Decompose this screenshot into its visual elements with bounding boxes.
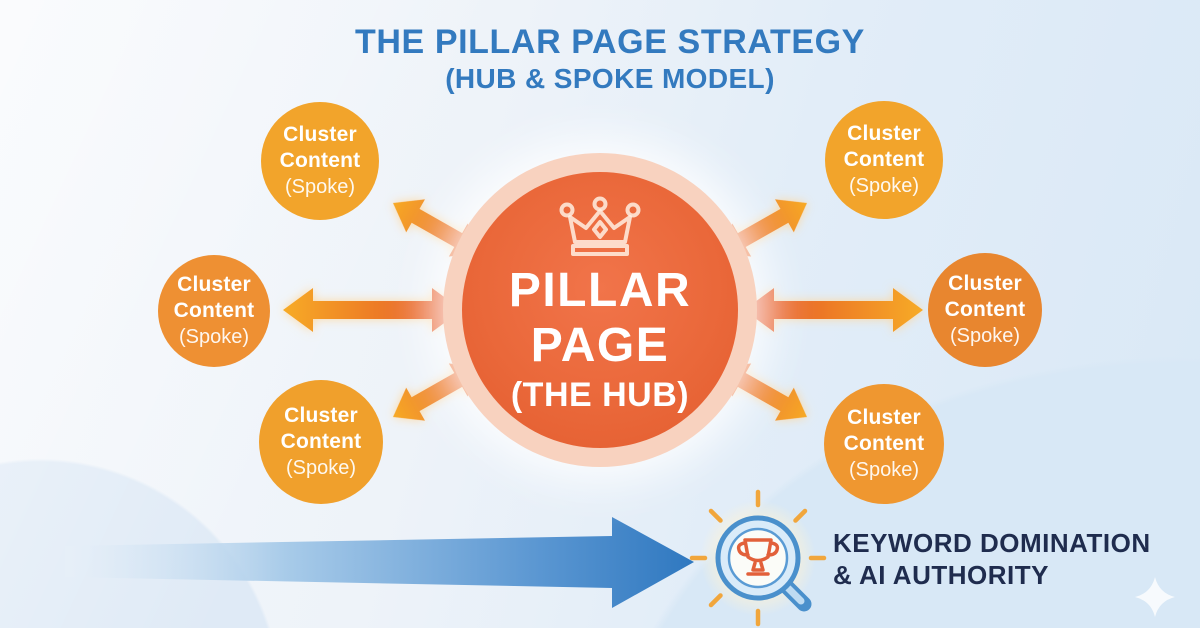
spoke-arrow-mid-right	[744, 288, 923, 332]
hub-circle: PILLAR PAGE (THE HUB)	[462, 172, 738, 448]
spoke-label: Cluster	[847, 122, 921, 146]
spoke-sublabel: (Spoke)	[178, 325, 250, 348]
spoke-circle-mid-right: Cluster Content (Spoke)	[928, 253, 1042, 367]
spoke-label: Cluster	[847, 406, 921, 430]
spoke-label: Content	[944, 298, 1026, 321]
page-title: THE PILLAR PAGE STRATEGY (HUB & SPOKE MO…	[160, 23, 1060, 96]
spoke-label: Cluster	[948, 272, 1022, 296]
spoke-sublabel: (Spoke)	[949, 324, 1021, 347]
spoke-sublabel: (Spoke)	[848, 458, 920, 481]
spoke-circle-mid-left: Cluster Content (Spoke)	[158, 255, 270, 367]
spoke-circle-top-left: Cluster Content (Spoke)	[261, 102, 379, 220]
flow-arrow	[65, 517, 694, 608]
spoke-circle-bottom-right: Cluster Content (Spoke)	[824, 384, 944, 504]
hub-line3: (THE HUB)	[510, 376, 690, 415]
spoke-label: Content	[280, 430, 362, 453]
spoke-label: Content	[173, 299, 255, 322]
outcome-line1: KEYWORD DOMINATION	[833, 528, 1151, 558]
spoke-sublabel: (Spoke)	[284, 175, 356, 198]
spoke-circle-bottom-left: Cluster Content (Spoke)	[259, 380, 383, 504]
outcome-text: KEYWORD DOMINATION & AI AUTHORITY	[833, 528, 1151, 591]
title-line2: (HUB & SPOKE MODEL)	[445, 63, 775, 95]
spoke-sublabel: (Spoke)	[285, 456, 357, 479]
outcome-line2: & AI AUTHORITY	[833, 559, 1049, 590]
spoke-circle-top-right: Cluster Content (Spoke)	[825, 101, 943, 219]
spoke-label: Content	[279, 149, 361, 172]
title-line1: THE PILLAR PAGE STRATEGY	[355, 23, 865, 61]
spoke-sublabel: (Spoke)	[848, 174, 920, 197]
spoke-label: Cluster	[283, 123, 357, 147]
crown-icon	[559, 196, 641, 256]
hub-line2: PAGE	[530, 318, 670, 372]
magnifier-trophy-icon	[689, 489, 827, 627]
spoke-label: Content	[843, 148, 925, 171]
spoke-label: Cluster	[177, 273, 251, 297]
spoke-label: Content	[843, 432, 925, 455]
magnifier-handle	[778, 578, 812, 612]
spoke-arrow-mid-left	[283, 288, 462, 332]
hub-line1: PILLAR	[508, 263, 692, 317]
trophy-icon	[736, 538, 780, 576]
spoke-label: Cluster	[284, 404, 358, 428]
